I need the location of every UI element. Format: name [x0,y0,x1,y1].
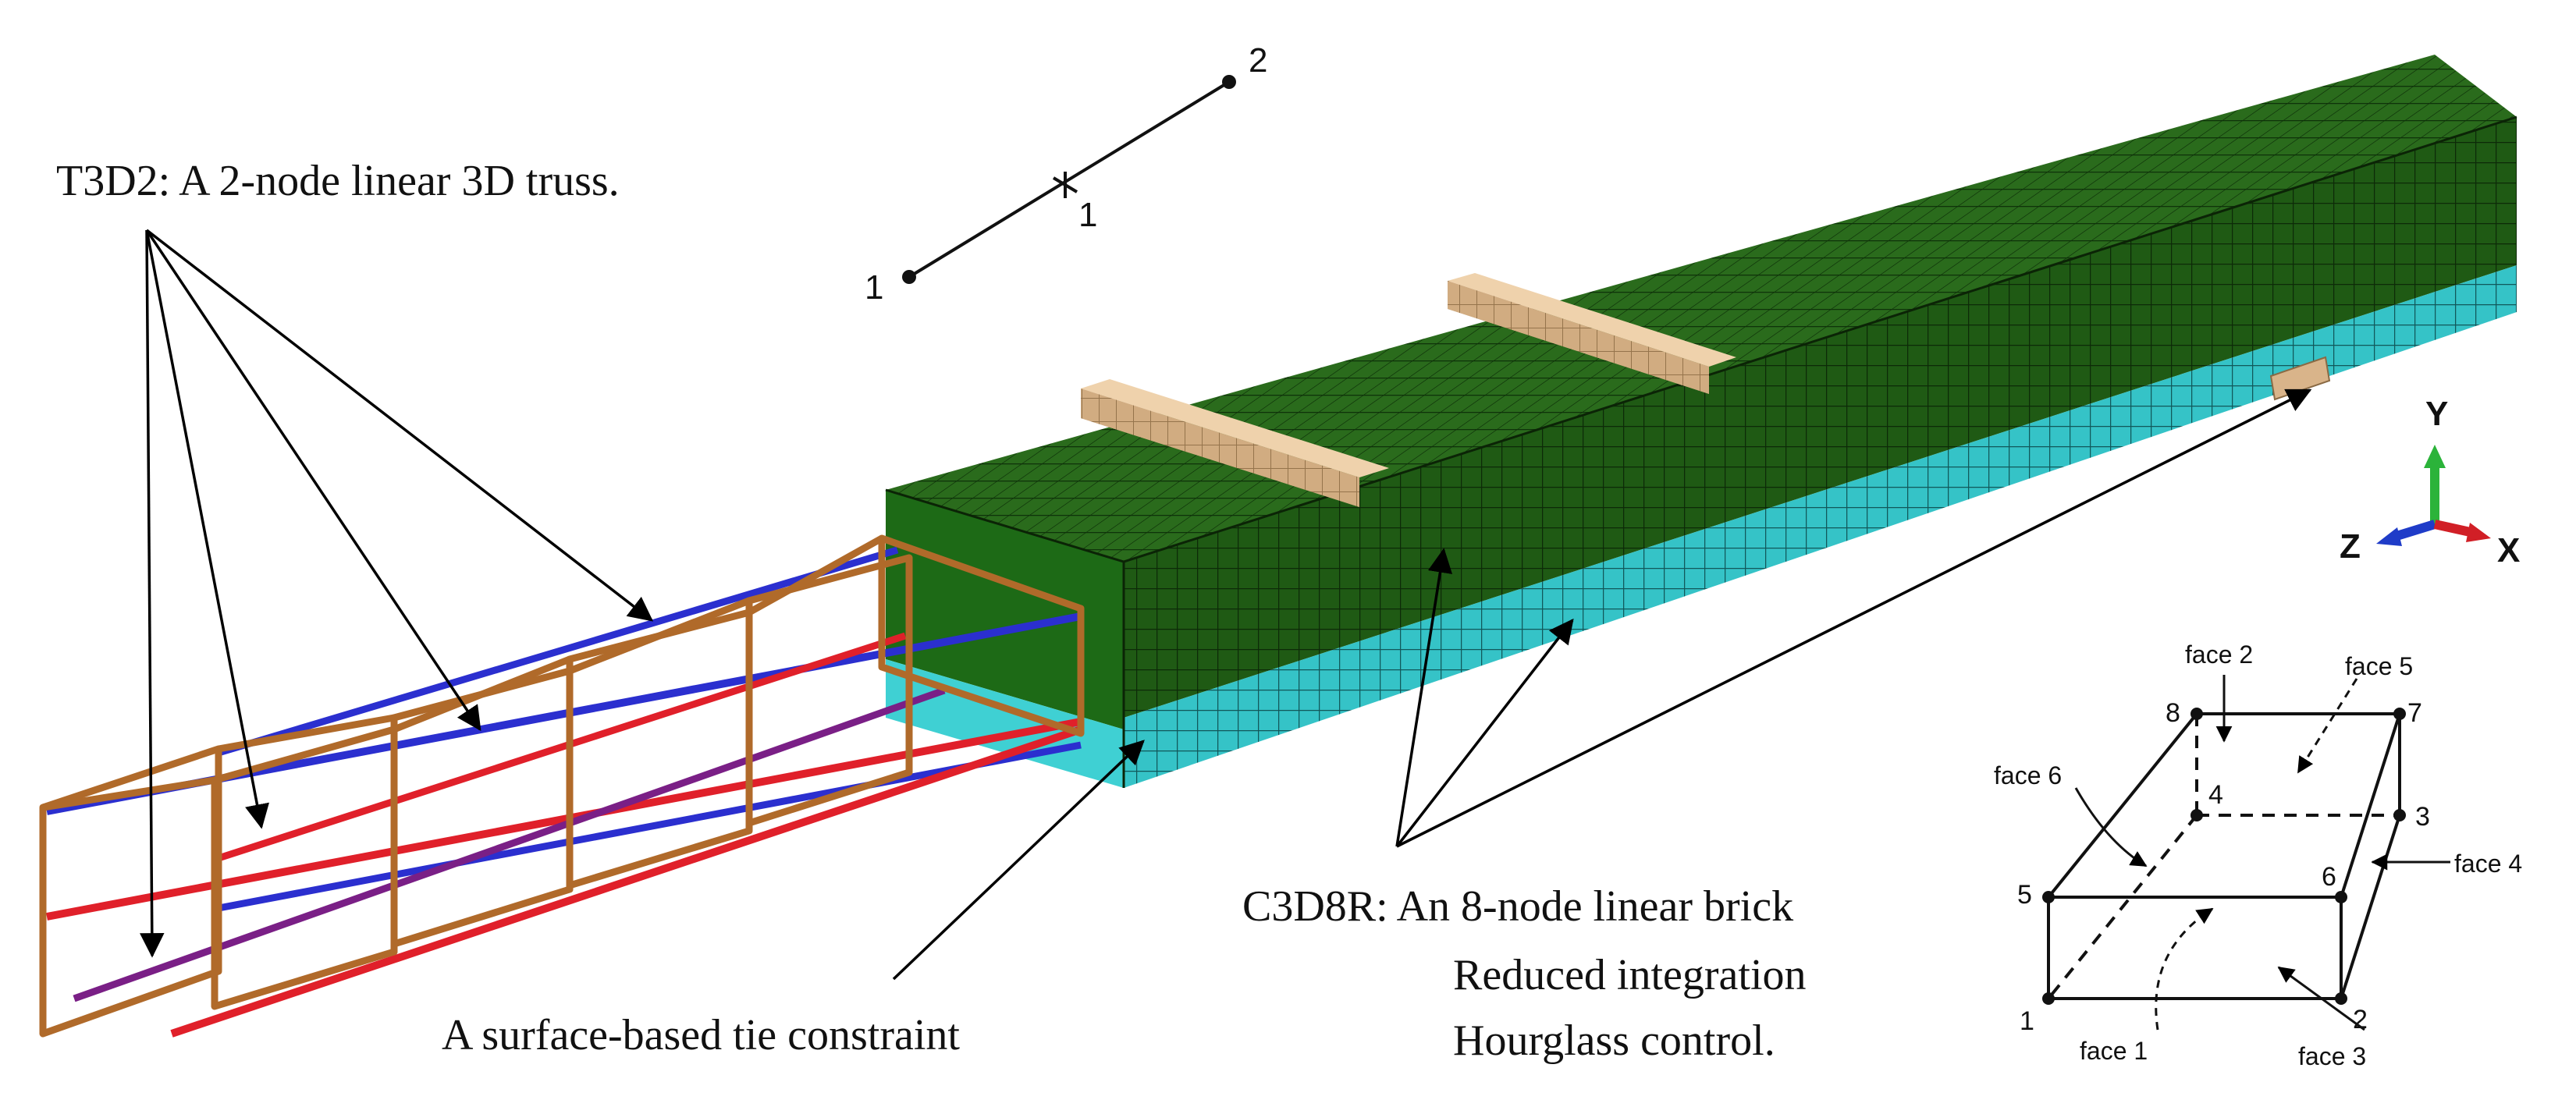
brick-element-label-line3: Hourglass control. [1453,1017,1775,1065]
brick-node-5: 5 [2017,880,2032,910]
brick-nodes [2042,708,2406,1005]
leader-truss-1 [140,229,165,958]
triad-z-axis [2393,520,2436,541]
brick-element-diagram [2042,675,2450,1031]
leader-arrows [140,229,2312,981]
truss-node-1-label: 1 [865,268,883,307]
leader-truss-4 [145,229,654,622]
brick-node-6: 6 [2322,862,2336,892]
brick-node-3: 3 [2415,802,2430,832]
tie-constraint-label: A surface-based tie constraint [442,1011,960,1059]
brick-labels: 1 2 3 4 5 6 7 8 face 1 face 2 face 3 fac… [1994,640,2522,1070]
brick-face-4: face 4 [2454,850,2522,878]
truss-integration-label: 1 [1078,196,1097,234]
stirrup-5 [745,554,913,827]
rebar-mid-red [217,632,907,862]
brick-node-7: 7 [2407,698,2422,728]
loading-plate-left [1081,379,1389,507]
brick-face-1: face 1 [2080,1037,2148,1065]
support-plates [1081,273,2331,507]
triad-y-label: Y [2425,395,2448,433]
brick-node-4: 4 [2208,780,2223,810]
support-plate-bottom [2269,356,2331,401]
beam-side-face [1124,117,2517,718]
triad-x-label: X [2497,531,2520,569]
leader-brick-1 [1395,548,1453,847]
brick-face-arrows [2074,675,2450,1031]
leader-brick-3 [1396,389,2312,848]
brick-face-2: face 2 [2185,640,2253,669]
stirrup-6 [878,534,1085,737]
truss-element-diagram: 1 2 1 [865,41,1267,307]
truss-element-line [908,80,1231,279]
stirrup-2 [211,726,398,1010]
brick-face-3: face 3 [2298,1042,2366,1070]
leader-tie-constraint [892,740,1145,981]
stirrup-4 [566,608,753,889]
truss-node-2-label: 2 [1249,41,1267,80]
rebar-mid-back [214,741,1082,913]
beam-top-face [886,55,2517,562]
leader-truss-3 [145,229,481,732]
rebar-top-mid [217,546,899,757]
brick-element-label-line2: Reduced integration [1453,951,1807,999]
brick-node-1: 1 [2020,1006,2034,1036]
triad-x-axis [2433,520,2475,538]
brick-node-8: 8 [2166,698,2180,728]
brick-front-face [2047,896,2343,1000]
leader-brick-2 [1395,618,1574,848]
triad-z-label: Z [2340,527,2361,566]
rebar-bottom-front [170,726,1082,1038]
brick-hidden-edges [2047,714,2400,1000]
reinforcement-cage [39,534,1085,1038]
brick-element-label-line1: C3D8R: An 8-node linear brick [1242,882,1793,931]
stirrups [39,534,1085,1038]
stirrup-3 [390,667,574,948]
brick-face-5: face 5 [2345,652,2413,680]
truss-node-1 [902,270,916,284]
leader-truss-2 [145,229,270,829]
brick-face-6: face 6 [1994,761,2062,789]
rebar-bottom-back [73,687,946,1002]
truss-node-2 [1222,75,1236,89]
brick-node-2: 2 [2353,1005,2368,1034]
truss-integration-point [1052,172,1078,198]
truss-element-label: T3D2: A 2-node linear 3D truss. [56,157,620,205]
coordinate-triad: Y Z X [2340,395,2520,569]
beam-cover-layer [1124,265,2517,788]
loading-plate-right [1448,273,1736,394]
stirrup-1 [39,745,222,1038]
beam-end-face [886,490,1124,729]
